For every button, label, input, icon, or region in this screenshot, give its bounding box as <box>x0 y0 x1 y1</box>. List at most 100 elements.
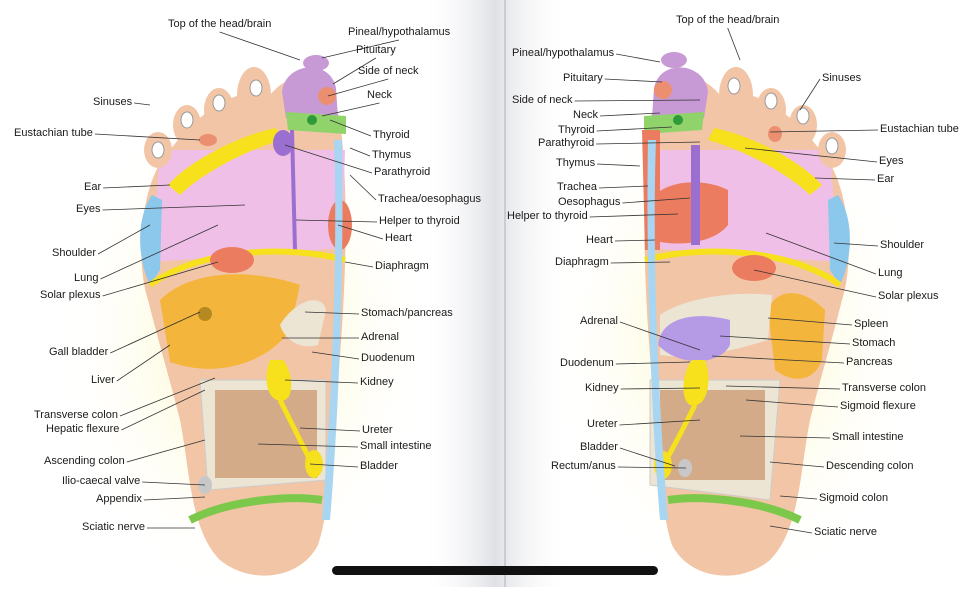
right-label-ear: Ear <box>877 173 895 185</box>
right-oesophagus <box>691 145 700 245</box>
right-kidney <box>683 360 709 406</box>
right-eyes-ear-zone <box>708 128 822 195</box>
leader-line <box>719 335 851 345</box>
right-label-duodenum: Duodenum <box>560 357 614 369</box>
right-label-descending-colon: Descending colon <box>826 460 914 472</box>
right-label-shoulder: Shoulder <box>880 239 925 251</box>
leader-line <box>121 389 206 431</box>
left-stomach <box>280 300 326 347</box>
leader-line <box>574 99 701 102</box>
right-label-sigmoid-colon: Sigmoid colon <box>819 492 889 504</box>
left-sinus-3 <box>212 94 226 112</box>
leader-line <box>295 219 378 223</box>
leader-line <box>596 126 673 132</box>
leader-line <box>596 141 701 145</box>
right-label-small-intestine: Small intestine <box>832 431 904 443</box>
leader-line <box>349 174 377 201</box>
right-label-rectum-anus: Rectum/anus <box>551 460 616 472</box>
right-label-kidney: Kidney <box>585 382 619 394</box>
right-label-solar-plexus: Solar plexus <box>878 290 939 302</box>
left-label-diaphragm: Diaphragm <box>375 260 429 272</box>
right-label-eustachian-tube: Eustachian tube <box>880 123 959 135</box>
right-sinus-3 <box>764 92 778 110</box>
leader-line <box>617 466 687 469</box>
right-label-pancreas: Pancreas <box>846 356 893 368</box>
leader-line <box>744 147 878 163</box>
left-label-thyroid: Thyroid <box>373 129 410 141</box>
left-label-thymus: Thymus <box>372 149 412 161</box>
left-big-toe-head-zone <box>282 67 338 118</box>
leader-line <box>745 399 839 408</box>
leader-line <box>610 261 671 264</box>
right-toe-4 <box>789 105 817 145</box>
leader-line <box>622 197 691 204</box>
leader-line <box>321 102 380 117</box>
right-label-pineal-hypothalamus: Pineal/hypothalamus <box>512 47 615 59</box>
left-label-trachea-oesophagus: Trachea/oesophagus <box>378 193 481 205</box>
left-label-sciatic-nerve: Sciatic nerve <box>82 521 145 533</box>
leader-line <box>814 177 876 181</box>
left-pituitary-dot <box>318 87 336 105</box>
leader-line <box>102 204 246 211</box>
left-label-eyes: Eyes <box>76 203 101 215</box>
right-toe-2 <box>719 67 753 123</box>
leader-line <box>321 39 400 59</box>
leader-line <box>299 427 361 432</box>
leader-line <box>126 439 206 463</box>
right-label-heart: Heart <box>586 234 613 246</box>
right-label-side-of-neck: Side of neck <box>512 94 573 106</box>
leader-line <box>284 379 359 384</box>
left-label-neck: Neck <box>367 89 393 101</box>
leader-line <box>620 387 701 390</box>
left-label-bladder: Bladder <box>360 460 398 472</box>
left-label-kidney: Kidney <box>360 376 394 388</box>
right-spine-strip <box>647 140 668 520</box>
leader-line <box>604 78 663 83</box>
right-pituitary-dot <box>654 81 672 99</box>
left-label-heart: Heart <box>385 232 412 244</box>
leader-line <box>833 242 879 247</box>
left-foot <box>140 55 352 576</box>
left-label-pituitary: Pituitary <box>356 44 396 56</box>
leader-line <box>600 112 661 117</box>
left-label-ureter: Ureter <box>362 424 393 436</box>
leader-line <box>257 443 359 448</box>
right-label-thymus: Thymus <box>556 157 596 169</box>
leader-line <box>309 463 359 468</box>
leader-line <box>219 31 301 61</box>
left-sinus-2 <box>249 79 263 97</box>
left-label-transverse-colon: Transverse colon <box>34 409 118 421</box>
leader-line <box>769 129 879 133</box>
leader-line <box>143 496 206 501</box>
left-label-adrenal: Adrenal <box>361 331 399 343</box>
label-leader-lines <box>94 27 879 534</box>
right-label-sciatic-nerve: Sciatic nerve <box>814 526 877 538</box>
left-label-ascending-colon: Ascending colon <box>44 455 125 467</box>
leader-line <box>779 495 818 500</box>
leader-line <box>349 147 371 157</box>
book-gutter-shadow <box>420 0 570 587</box>
left-label-liver: Liver <box>91 374 115 386</box>
leader-line <box>739 435 831 439</box>
leader-line <box>119 377 216 417</box>
right-label-sinuses: Sinuses <box>822 72 862 84</box>
right-label-bladder: Bladder <box>580 441 618 453</box>
right-label-top-of-the-head-brain: Top of the head/brain <box>676 14 780 26</box>
leader-line <box>100 224 219 280</box>
right-label-sigmoid-flexure: Sigmoid flexure <box>840 400 916 412</box>
leader-line <box>332 57 377 85</box>
left-label-small-intestine: Small intestine <box>360 440 432 452</box>
right-heart <box>652 182 728 244</box>
right-label-pituitary: Pituitary <box>563 72 603 84</box>
right-eustachian <box>768 126 782 142</box>
leader-line <box>616 53 661 63</box>
leader-line <box>614 239 656 242</box>
leader-line <box>589 213 679 218</box>
leader-line <box>753 269 877 298</box>
right-label-helper-to-thyroid: Helper to thyroid <box>507 210 588 222</box>
left-label-ilio-caecal-valve: Ilio-caecal valve <box>62 475 141 487</box>
right-label-parathyroid: Parathyroid <box>538 137 595 149</box>
leader-line <box>765 232 877 275</box>
leader-line <box>329 119 372 137</box>
leader-line <box>727 27 741 61</box>
